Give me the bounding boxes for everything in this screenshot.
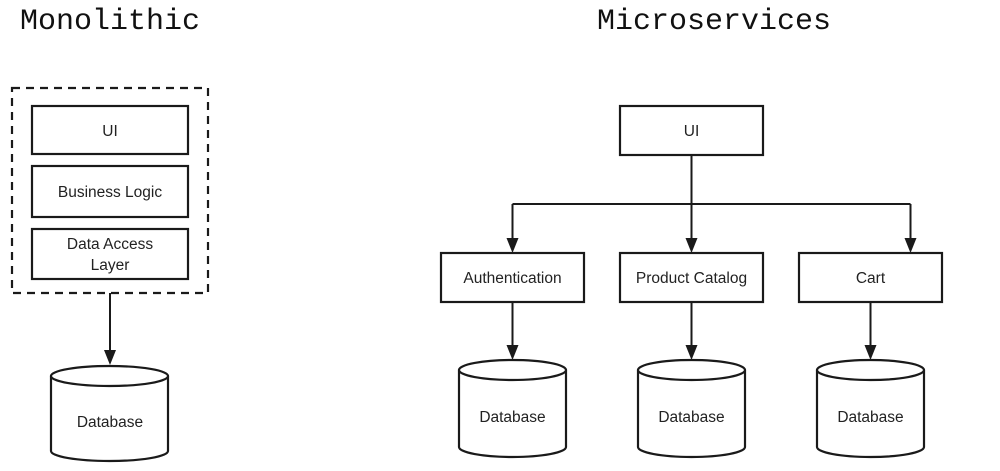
monolith-layer-business-logic[interactable]: Business Logic — [30, 164, 190, 219]
arrowhead-icon — [104, 350, 116, 365]
service-cart-arrow — [864, 302, 877, 360]
arrowhead-icon — [904, 238, 917, 253]
service-cart-database[interactable]: Database — [815, 358, 926, 459]
service-authentication-database[interactable]: Database — [457, 358, 568, 459]
monolithic-title: Monolithic — [20, 5, 200, 39]
microservices-title: Microservices — [597, 5, 831, 39]
service-cart-label: Cart — [856, 270, 886, 287]
service-authentication-database-label: Database — [479, 409, 545, 426]
service-cart-database-label: Database — [837, 409, 903, 426]
arrowhead-icon — [864, 345, 877, 360]
service-product-catalog-arrow — [685, 302, 698, 360]
micro-fanout-connector — [506, 155, 917, 253]
monolith-layer-ui[interactable]: UI — [30, 104, 190, 156]
service-product-catalog-database-label: Database — [658, 409, 724, 426]
service-authentication[interactable]: Authentication — [439, 251, 586, 304]
monolith-layer-business-logic-label: Business Logic — [58, 184, 163, 201]
monolith-database[interactable]: Database — [49, 364, 170, 463]
service-cart[interactable]: Cart — [797, 251, 944, 304]
arrowhead-icon — [685, 238, 698, 253]
monolith-arrow — [104, 293, 116, 365]
service-product-catalog-database[interactable]: Database — [636, 358, 747, 459]
arrowhead-icon — [506, 345, 519, 360]
arrowhead-icon — [506, 238, 519, 253]
micro-ui-label: UI — [684, 123, 700, 140]
monolith-layer-data-access-label-line1: Data Access — [67, 236, 153, 253]
arrowhead-icon — [685, 345, 698, 360]
monolith-layer-data-access-label-line2: Layer — [91, 257, 130, 274]
micro-ui-box[interactable]: UI — [618, 104, 765, 157]
monolith-layer-data-access[interactable]: Data Access Layer — [30, 227, 190, 281]
service-authentication-arrow — [506, 302, 519, 360]
monolith-layer-ui-label: UI — [102, 123, 118, 140]
service-product-catalog-label: Product Catalog — [636, 270, 747, 287]
monolith-database-label: Database — [77, 414, 143, 431]
service-product-catalog[interactable]: Product Catalog — [618, 251, 765, 304]
monolith-boundary — [10, 86, 210, 295]
service-authentication-label: Authentication — [463, 270, 561, 287]
